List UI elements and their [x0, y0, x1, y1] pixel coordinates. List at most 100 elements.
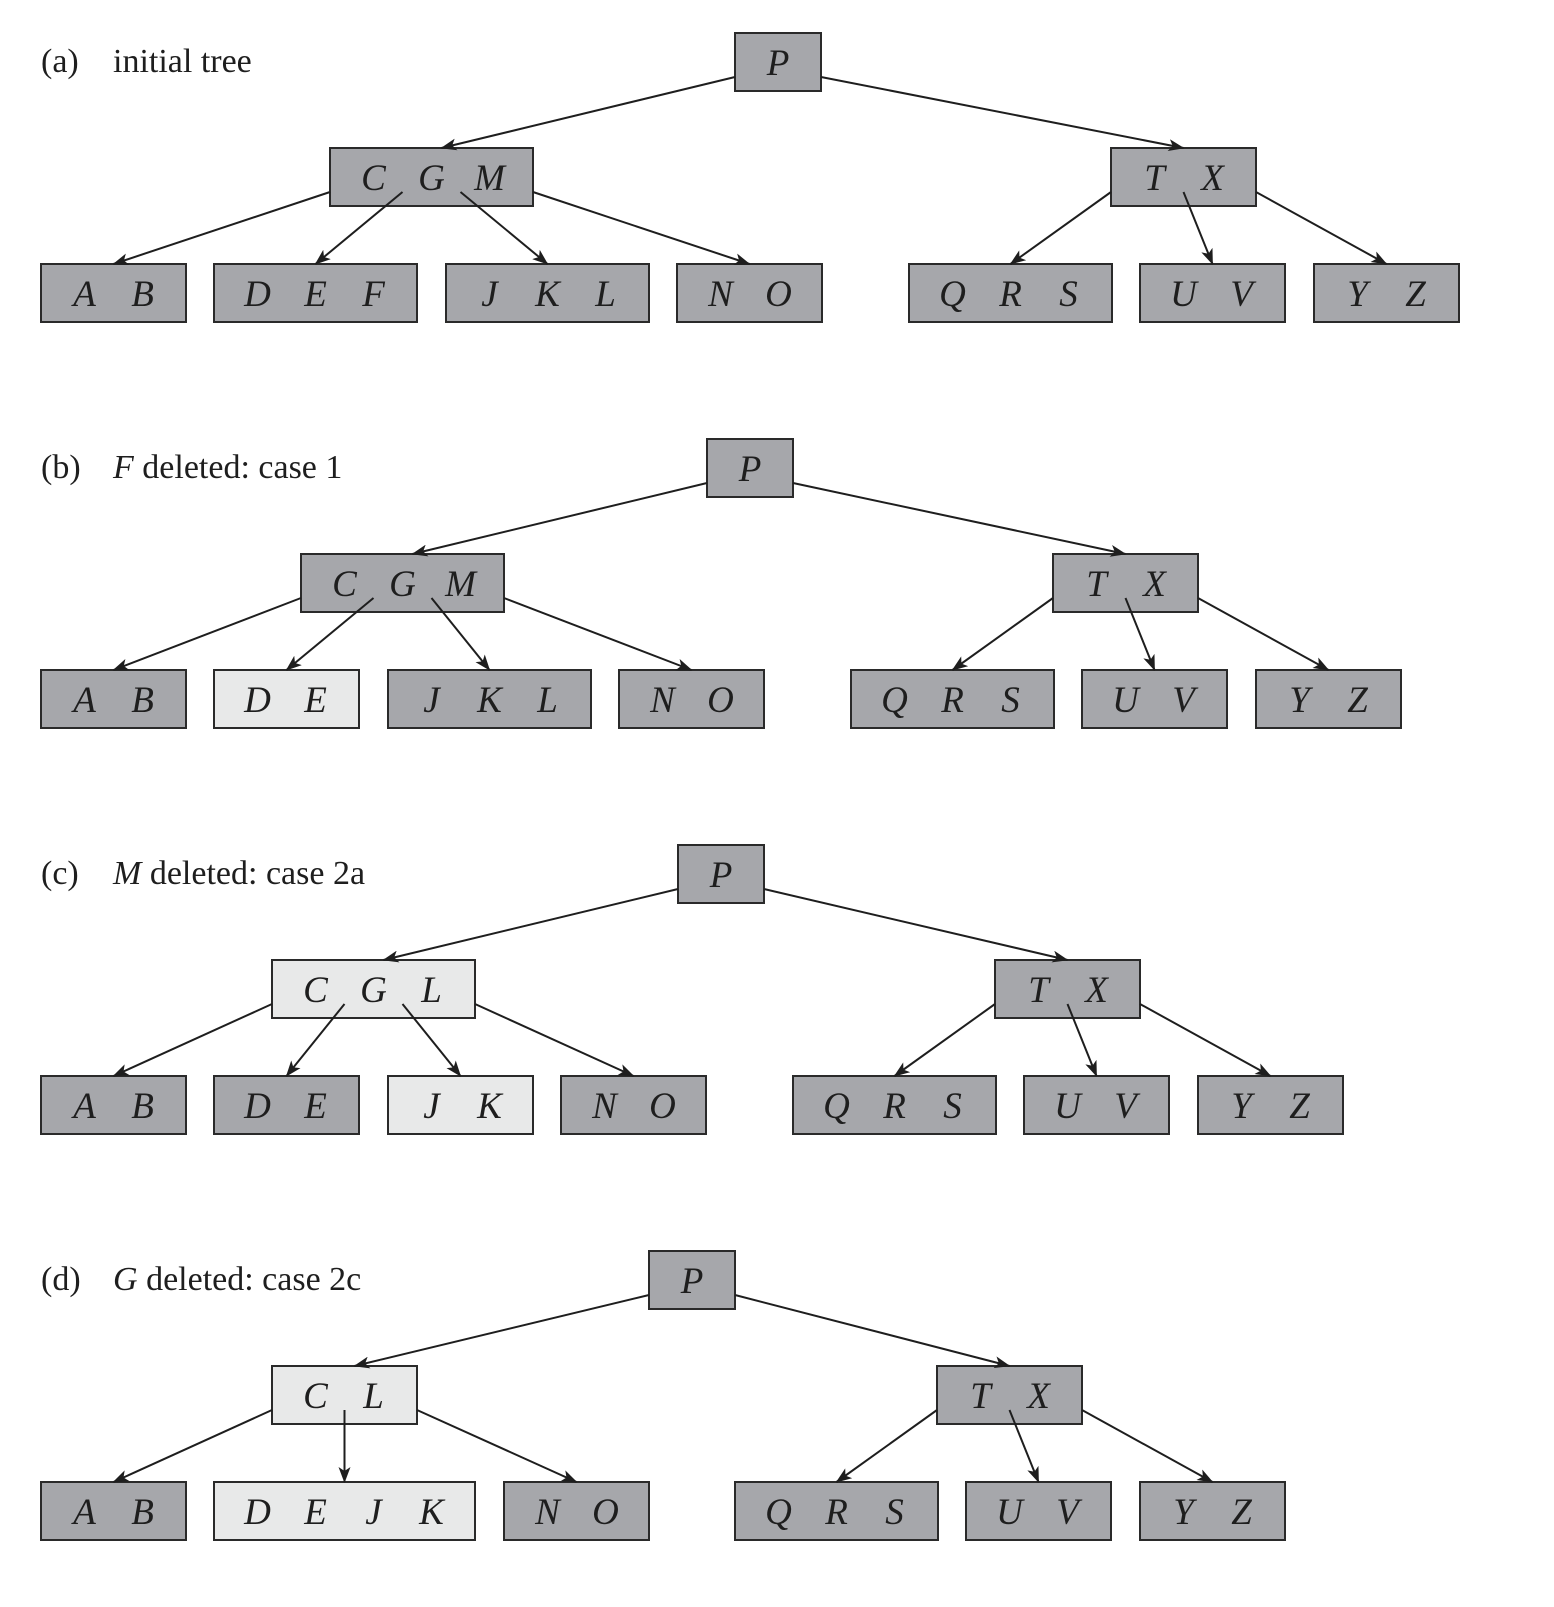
- edge-right-leaf: [893, 1003, 996, 1077]
- node-key: S: [1059, 274, 1078, 315]
- node-key: A: [70, 680, 96, 721]
- node-key: J: [365, 1492, 383, 1533]
- edge-left-leaf: [112, 1003, 273, 1077]
- node-key: A: [70, 1086, 96, 1127]
- internal-node-left-box: [329, 147, 534, 207]
- edge-root-left: [440, 76, 736, 151]
- node-key: Q: [823, 1086, 850, 1127]
- edge-right-leaf: [1197, 597, 1330, 671]
- caption-text: deleted: case 2a: [141, 855, 365, 892]
- node-key: O: [592, 1492, 619, 1533]
- root-node-box: [677, 844, 765, 904]
- root-node: P: [706, 438, 794, 498]
- node-key: X: [1083, 970, 1109, 1011]
- node-key: L: [420, 970, 442, 1011]
- node-key: V: [1114, 1086, 1141, 1127]
- node-key: T: [970, 1376, 993, 1417]
- node-key: X: [1199, 158, 1225, 199]
- node-key: R: [998, 274, 1022, 315]
- internal-node-left-box: [300, 553, 505, 613]
- root-node: P: [734, 32, 822, 92]
- node-key: M: [444, 564, 478, 605]
- root-node-box: [706, 438, 794, 498]
- edge-left-leaf: [416, 1409, 578, 1483]
- leaf-node-box: [1255, 669, 1402, 729]
- node-key: J: [423, 1086, 441, 1127]
- leaf-node-box: [792, 1075, 997, 1135]
- leaf-node-box: [40, 669, 187, 729]
- root-node-box: [648, 1250, 736, 1310]
- node-key: D: [243, 1086, 271, 1127]
- internal-node-right-box: [1110, 147, 1257, 207]
- node-key: K: [418, 1492, 446, 1533]
- node-key: P: [738, 449, 762, 490]
- edge-left-leaf: [112, 1409, 273, 1483]
- caption-key: F: [112, 449, 135, 486]
- node-key: X: [1025, 1376, 1051, 1417]
- node-key: F: [361, 274, 385, 315]
- caption-tag: (c): [41, 855, 79, 892]
- node-key: L: [536, 680, 558, 721]
- node-key: R: [940, 680, 964, 721]
- leaf-node-box: [1023, 1075, 1170, 1135]
- node-key: Z: [1289, 1086, 1310, 1127]
- node-key: P: [680, 1261, 704, 1302]
- node-key: A: [70, 274, 96, 315]
- node-key: K: [476, 1086, 504, 1127]
- node-key: V: [1056, 1492, 1083, 1533]
- node-key: Q: [765, 1492, 792, 1533]
- node-key: O: [649, 1086, 676, 1127]
- edge-left-leaf: [401, 1003, 462, 1077]
- leaf-node-box: [1139, 263, 1286, 323]
- node-key: T: [1028, 970, 1051, 1011]
- node-key: B: [131, 1086, 154, 1127]
- edge-left-leaf: [474, 1003, 635, 1077]
- node-key: J: [481, 274, 499, 315]
- node-key: Z: [1405, 274, 1426, 315]
- node-key: K: [476, 680, 504, 721]
- node-key: J: [423, 680, 441, 721]
- node-key: U: [1112, 680, 1141, 721]
- edge-right-leaf: [1008, 1409, 1040, 1483]
- leaf-node-box: [445, 263, 650, 323]
- caption-text: deleted: case 2c: [138, 1261, 362, 1298]
- node-key: B: [131, 680, 154, 721]
- panel-caption: (b)F deleted: case 1: [41, 449, 342, 486]
- edge-right-leaf: [835, 1409, 938, 1483]
- node-key: Z: [1347, 680, 1368, 721]
- edge-left-leaf: [314, 191, 404, 265]
- edge-right-leaf: [1255, 191, 1388, 265]
- caption-key: G: [113, 1261, 138, 1298]
- node-key: L: [362, 1376, 384, 1417]
- edge-right-leaf: [1009, 191, 1112, 265]
- node-key: E: [303, 680, 327, 721]
- leaf-node-box: [503, 1481, 650, 1541]
- leaf-node-box: [618, 669, 765, 729]
- root-node-box: [734, 32, 822, 92]
- node-key: R: [882, 1086, 906, 1127]
